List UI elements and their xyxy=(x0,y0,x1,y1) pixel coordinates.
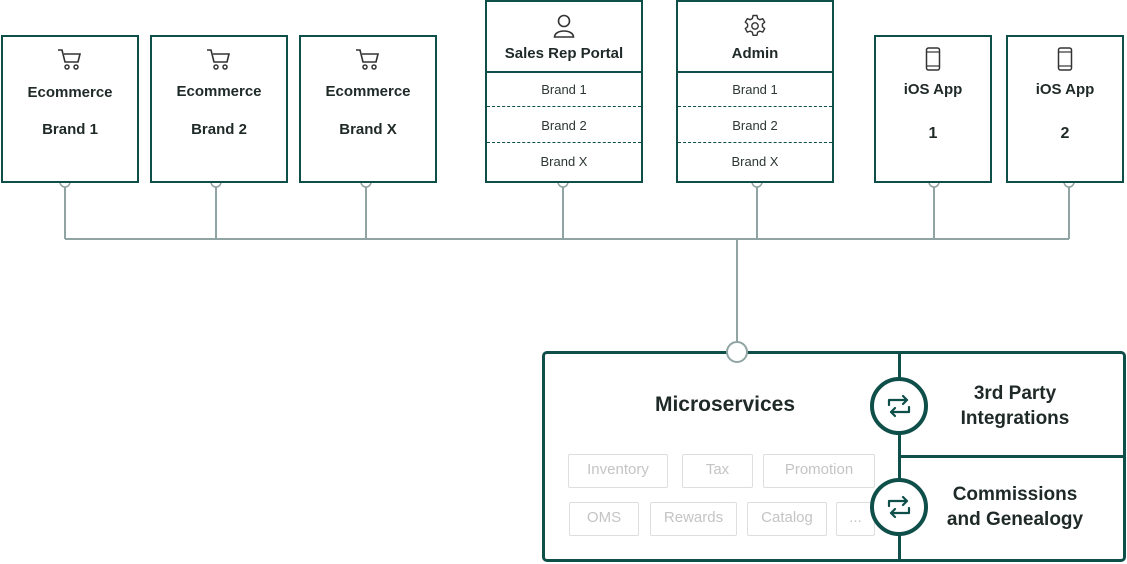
commissions-swap-node xyxy=(870,478,928,536)
dashed-divider xyxy=(678,142,832,143)
label-line: and Genealogy xyxy=(946,509,1084,530)
service-chip: Rewards xyxy=(650,502,737,536)
brand-row: Brand X xyxy=(731,154,779,169)
third-party-integrations-label: 3rd Party Integrations xyxy=(915,381,1115,431)
dashed-divider xyxy=(487,142,641,143)
box-subtitle: Brand 2 xyxy=(191,121,247,138)
service-chip: OMS xyxy=(569,502,639,536)
box-title: Ecommerce xyxy=(325,83,411,100)
swap-arrows-icon xyxy=(887,495,911,519)
platform-divider-horizontal xyxy=(898,455,1126,458)
cart-icon xyxy=(207,49,231,70)
commissions-genealogy-label: Commissions and Genealogy xyxy=(915,482,1115,532)
app-number: 1 xyxy=(928,125,938,142)
dashed-divider xyxy=(678,106,832,107)
portal-title: Admin xyxy=(731,45,779,62)
box-title: Ecommerce xyxy=(176,83,262,100)
brand-row: Brand 1 xyxy=(732,82,778,97)
brand-row: Brand X xyxy=(540,154,588,169)
microservices-title: Microservices xyxy=(654,393,796,416)
integration-swap-node xyxy=(870,377,928,435)
service-chip: Tax xyxy=(682,454,753,488)
cart-icon xyxy=(356,49,380,70)
sales-rep-portal-box: Sales Rep Portal Brand 1 Brand 2 Brand X xyxy=(485,0,643,183)
dashed-divider xyxy=(487,106,641,107)
platform-entry-node xyxy=(726,341,748,363)
phone-icon xyxy=(925,47,941,71)
service-chip: Catalog xyxy=(747,502,827,536)
label-line: Integrations xyxy=(960,408,1070,429)
label-line: Commissions xyxy=(952,484,1078,505)
ios-app-1-box: iOS App 1 xyxy=(874,35,992,183)
admin-box: Admin Brand 1 Brand 2 Brand X xyxy=(676,0,834,183)
service-chip: Promotion xyxy=(763,454,875,488)
brand-row: Brand 1 xyxy=(541,82,587,97)
box-subtitle: Brand X xyxy=(339,121,397,138)
app-title: iOS App xyxy=(903,81,963,98)
ecommerce-brand-x-box: Ecommerce Brand X xyxy=(299,35,437,183)
ecommerce-brand-2-box: Ecommerce Brand 2 xyxy=(150,35,288,183)
app-title: iOS App xyxy=(1035,81,1095,98)
service-chip: Inventory xyxy=(568,454,668,488)
cart-icon xyxy=(58,49,82,70)
label-line: 3rd Party xyxy=(973,383,1057,404)
swap-arrows-icon xyxy=(887,394,911,418)
brand-row: Brand 2 xyxy=(541,118,587,133)
brand-row: Brand 2 xyxy=(732,118,778,133)
ios-app-2-box: iOS App 2 xyxy=(1006,35,1124,183)
box-subtitle: Brand 1 xyxy=(42,121,98,138)
divider xyxy=(678,71,832,73)
portal-title: Sales Rep Portal xyxy=(504,45,624,62)
box-title: Ecommerce xyxy=(27,84,113,101)
phone-icon xyxy=(1057,47,1073,71)
user-icon xyxy=(553,14,575,38)
ecommerce-brand-1-box: Ecommerce Brand 1 xyxy=(1,35,139,183)
gear-icon xyxy=(744,14,766,36)
divider xyxy=(487,71,641,73)
app-number: 2 xyxy=(1060,125,1070,142)
